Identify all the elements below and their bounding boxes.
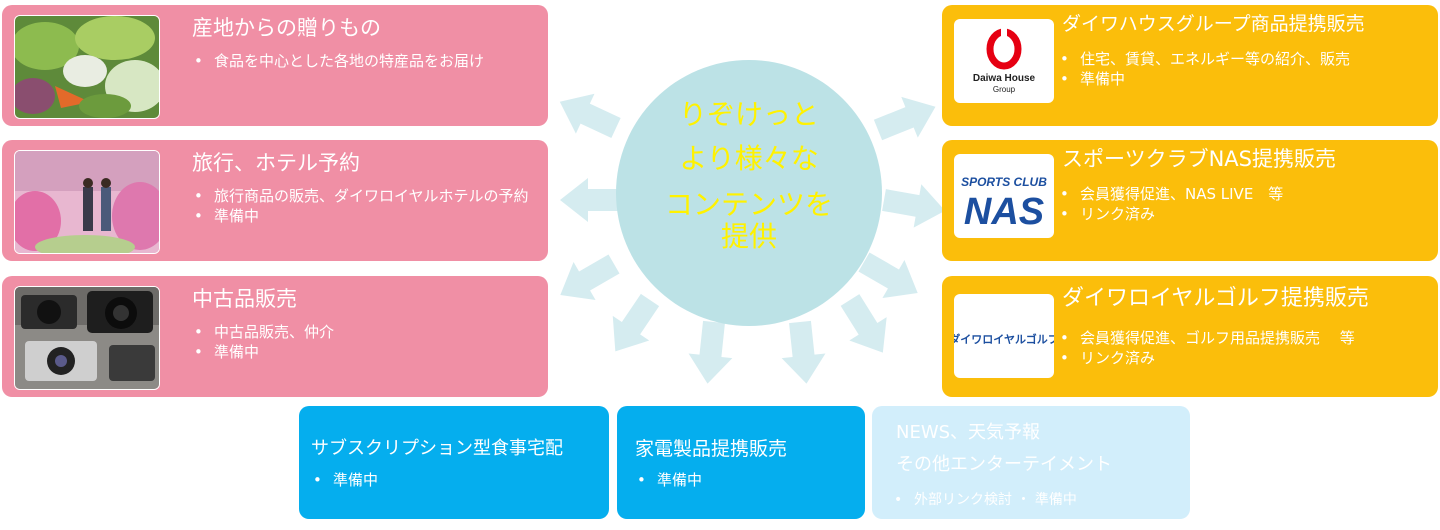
- daiwa-house-logo: Daiwa House Group: [954, 19, 1054, 103]
- center-line-4: 提供: [720, 220, 777, 253]
- card-bullets: 準備中: [635, 470, 855, 490]
- bullet-item: 準備中: [192, 342, 537, 362]
- bullet-item: 外部リンク検討 ・ 準備中: [892, 490, 1182, 510]
- flower-field-photo: [14, 150, 160, 254]
- cameras-photo: [14, 286, 160, 390]
- arrow-to-nas: [880, 178, 949, 233]
- center-circle: りぞけっと より様々な コンテンツを 提供: [616, 60, 882, 326]
- nas-logo: SPORTS CLUB NAS: [954, 154, 1054, 238]
- card-bullets: 食品を中心とした各地の特産品をお届け: [192, 51, 537, 71]
- logo-text: ダイワロイヤルゴルフ: [954, 332, 1054, 346]
- bullet-item: 準備中: [1058, 69, 1428, 89]
- card-bullets: 会員獲得促進、NAS LIVE 等 リンク済み: [1058, 184, 1428, 224]
- logo-subtext: Group: [993, 85, 1016, 94]
- card-title: ダイワロイヤルゴルフ提携販売: [1062, 286, 1369, 311]
- bullet-item: 住宅、賃貸、エネルギー等の紹介、販売: [1058, 49, 1428, 69]
- logo-subtext: NAS: [964, 191, 1044, 233]
- logo-text: SPORTS CLUB: [961, 175, 1047, 189]
- card-title: サブスクリプション型食事宅配: [311, 438, 563, 459]
- bullet-item: 準備中: [311, 470, 591, 490]
- daiwa-royal-golf-logo: ダイワロイヤルゴルフ: [954, 294, 1054, 378]
- card-title: ダイワハウスグループ商品提携販売: [1062, 13, 1365, 35]
- center-line-2: より様々な: [679, 142, 819, 175]
- arrow-to-appliances-left: [685, 319, 736, 386]
- card-local-gifts[interactable]: 産地からの贈りもの 食品を中心とした各地の特産品をお届け: [2, 5, 548, 126]
- arrow-to-subscription: [597, 287, 669, 364]
- card-travel-hotel[interactable]: 旅行、ホテル予約 旅行商品の販売、ダイワロイヤルホテルの予約 準備中: [2, 140, 548, 261]
- card-appliances[interactable]: 家電製品提携販売 準備中: [617, 406, 865, 519]
- card-bullets: 住宅、賃貸、エネルギー等の紹介、販売 準備中: [1058, 49, 1428, 89]
- card-bullets: 中古品販売、仲介 準備中: [192, 322, 537, 362]
- arrow-to-news: [831, 288, 902, 365]
- card-bullets: 準備中: [311, 470, 591, 490]
- bullet-item: リンク済み: [1058, 348, 1428, 368]
- bullet-item: 中古品販売、仲介: [192, 322, 537, 342]
- center-line-1: りぞけっと: [678, 98, 819, 131]
- arrow-to-used-goods: [549, 244, 625, 315]
- card-daiwa-house[interactable]: Daiwa House Group ダイワハウスグループ商品提携販売 住宅、賃貸…: [942, 5, 1438, 126]
- bullet-item: 旅行商品の販売、ダイワロイヤルホテルの予約: [192, 186, 537, 206]
- vegetables-photo: [14, 15, 160, 119]
- card-sports-club-nas[interactable]: SPORTS CLUB NAS スポーツクラブNAS提携販売 会員獲得促進、NA…: [942, 140, 1438, 261]
- bullet-item: 準備中: [192, 206, 537, 226]
- card-title: 旅行、ホテル予約: [192, 151, 360, 175]
- bullet-item: リンク済み: [1058, 204, 1428, 224]
- card-subscription-meals[interactable]: サブスクリプション型食事宅配 準備中: [299, 406, 609, 519]
- bullet-item: 会員獲得促進、NAS LIVE 等: [1058, 184, 1428, 204]
- card-bullets: 外部リンク検討 ・ 準備中: [892, 490, 1182, 510]
- logo-text: Daiwa House: [973, 73, 1036, 84]
- card-news-entertainment[interactable]: NEWS、天気予報 その他エンターテイメント 外部リンク検討 ・ 準備中: [872, 406, 1190, 519]
- card-title-line-1: NEWS、天気予報: [896, 422, 1041, 443]
- card-bullets: 旅行商品の販売、ダイワロイヤルホテルの予約 準備中: [192, 186, 537, 226]
- card-title-line-2: その他エンターテイメント: [896, 454, 1112, 475]
- bullet-item: 準備中: [635, 470, 855, 490]
- center-line-3: コンテンツを: [664, 188, 833, 221]
- card-bullets: 会員獲得促進、ゴルフ用品提携販売 等 リンク済み: [1058, 328, 1428, 368]
- card-daiwa-royal-golf[interactable]: ダイワロイヤルゴルフ ダイワロイヤルゴルフ提携販売 会員獲得促進、ゴルフ用品提携…: [942, 276, 1438, 397]
- arrow-to-travel: [560, 178, 622, 222]
- bullet-item: 食品を中心とした各地の特産品をお届け: [192, 51, 537, 71]
- card-title: 産地からの贈りもの: [192, 16, 381, 40]
- bullet-item: 会員獲得促進、ゴルフ用品提携販売 等: [1058, 328, 1428, 348]
- card-title: 中古品販売: [192, 287, 297, 311]
- card-title: スポーツクラブNAS提携販売: [1062, 147, 1336, 171]
- card-title: 家電製品提携販売: [635, 438, 788, 460]
- card-used-goods[interactable]: 中古品販売 中古品販売、仲介 準備中: [2, 276, 548, 397]
- arrow-to-appliances-right: [778, 319, 829, 386]
- arrow-to-gift: [550, 81, 626, 148]
